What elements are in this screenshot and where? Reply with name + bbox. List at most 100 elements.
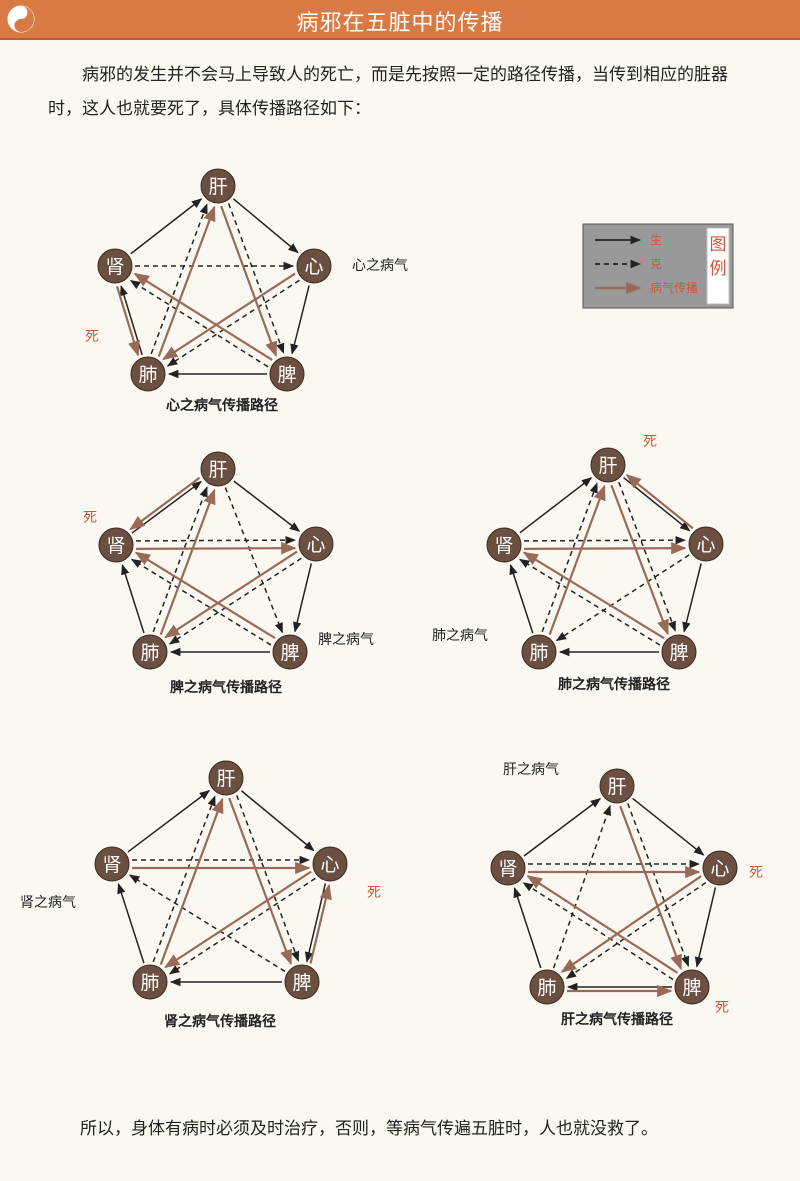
- sheng-arrow: [523, 797, 602, 857]
- legend-label: 生: [650, 233, 662, 247]
- transmission-arrow: [524, 542, 687, 555]
- transmission-arrow: [115, 285, 140, 357]
- disease-label: 肺之病气: [432, 628, 488, 644]
- ke-arrow: [618, 482, 676, 632]
- ke-arrow: [130, 558, 272, 646]
- transmission-arrow: [129, 476, 201, 531]
- ke-arrow: [152, 795, 216, 963]
- sheng-arrow: [121, 564, 145, 634]
- death-marker: 死: [83, 510, 97, 526]
- death-marker: 死: [715, 1000, 729, 1016]
- organ-node-fei: [132, 964, 168, 1000]
- transmission-arrow: [619, 805, 682, 971]
- transmission-arrow: [133, 272, 273, 361]
- sheng-arrow: [290, 285, 310, 355]
- legend-title: 图例: [710, 235, 727, 279]
- ke-arrow: [168, 557, 302, 645]
- sheng-arrow: [131, 480, 203, 534]
- death-marker: 死: [643, 434, 657, 450]
- organ-node-shen: [97, 248, 133, 284]
- organ-node-pi: [269, 356, 305, 392]
- organ-node-xin: [296, 248, 332, 284]
- ke-arrow: [523, 535, 687, 545]
- organ-node-fei: [521, 634, 557, 670]
- disease-label: 肾之病气: [20, 895, 76, 911]
- organ-label-pi: 脾: [292, 972, 311, 994]
- organ-node-pi: [674, 969, 710, 1005]
- sheng-arrow: [694, 887, 717, 968]
- organ-node-gan: [200, 168, 236, 204]
- death-marker: 死: [367, 885, 381, 901]
- legend-label: 克: [650, 257, 662, 271]
- disease-label: 肝之病气: [503, 762, 559, 778]
- organ-label-pi: 脾: [682, 977, 701, 999]
- organ-node-xin: [702, 850, 738, 886]
- organ-label-xin: 心: [304, 256, 323, 278]
- organ-label-shen: 肾: [105, 256, 124, 278]
- sheng-arrow: [519, 477, 593, 534]
- page-title: 病邪在五脏中的传播: [296, 11, 504, 36]
- ke-arrow: [541, 482, 598, 633]
- sheng-arrow: [513, 886, 542, 969]
- organ-node-gan: [590, 447, 626, 483]
- organ-label-pi: 脾: [669, 642, 688, 664]
- organ-label-fei: 肺: [140, 972, 159, 994]
- legend-label: 病气传播: [650, 280, 698, 295]
- organ-label-gan: 肝: [208, 459, 227, 481]
- organ-node-xin: [312, 846, 348, 882]
- intro-paragraph: 病邪的发生并不会马上导致人的死亡，而是先按照一定的路径传播，当传到相应的脏器时，…: [48, 65, 728, 119]
- transmission-arrow: [220, 205, 278, 358]
- sheng-arrow: [240, 790, 315, 852]
- transmission-arrow: [164, 870, 312, 969]
- organ-label-xin: 心: [306, 534, 325, 556]
- sheng-arrow: [117, 882, 145, 964]
- sheng-arrow: [119, 285, 143, 356]
- organ-label-gan: 肝: [598, 455, 617, 477]
- sheng-arrow: [304, 883, 327, 963]
- organ-label-gan: 肝: [208, 176, 227, 198]
- organ-label-xin: 心: [320, 854, 339, 876]
- organ-node-xin: [688, 526, 724, 562]
- ke-arrow: [135, 535, 297, 545]
- transmission-arrow: [309, 883, 332, 964]
- organ-label-shen: 肾: [494, 535, 513, 557]
- transmission-arrow: [134, 551, 276, 640]
- organ-node-shen: [490, 850, 526, 886]
- organ-node-shen: [98, 527, 134, 563]
- ke-arrow: [150, 203, 208, 355]
- organ-label-fei: 肺: [529, 642, 548, 664]
- organ-node-pi: [661, 634, 697, 670]
- sheng-arrow: [130, 198, 203, 255]
- ke-arrow: [128, 874, 286, 973]
- ke-arrow: [236, 795, 300, 962]
- organ-label-pi: 脾: [277, 364, 296, 386]
- ke-arrow: [129, 279, 269, 368]
- disease-label: 心之病气: [352, 258, 408, 274]
- sheng-arrow: [632, 797, 705, 856]
- organ-label-shen: 肾: [498, 858, 517, 880]
- ke-arrow: [227, 203, 285, 354]
- organ-label-fei: 肺: [140, 642, 159, 664]
- ke-arrow: [152, 486, 208, 633]
- organ-label-gan: 肝: [216, 768, 235, 790]
- organ-node-gan: [208, 760, 244, 796]
- organ-label-gan: 肝: [607, 776, 626, 798]
- transmission-arrow: [164, 550, 298, 639]
- sheng-arrow: [293, 563, 313, 633]
- death-marker: 死: [85, 329, 99, 345]
- header-bar: 病邪在五脏中的传播: [0, 0, 800, 40]
- death-marker: 死: [749, 865, 763, 881]
- transmission-arrow: [548, 484, 606, 636]
- ke-arrow: [168, 877, 316, 975]
- diagram-caption: 肝之病气传播路径: [561, 1011, 673, 1028]
- organ-node-fei: [132, 634, 168, 670]
- sheng-arrow: [127, 790, 211, 853]
- organ-node-shen: [94, 846, 130, 882]
- organ-node-gan: [200, 451, 236, 487]
- transmission-arrow: [159, 797, 224, 966]
- diagram-caption: 脾之病气传播路径: [170, 679, 282, 696]
- diagram-caption: 肺之病气传播路径: [558, 676, 670, 693]
- ke-arrow: [166, 279, 300, 367]
